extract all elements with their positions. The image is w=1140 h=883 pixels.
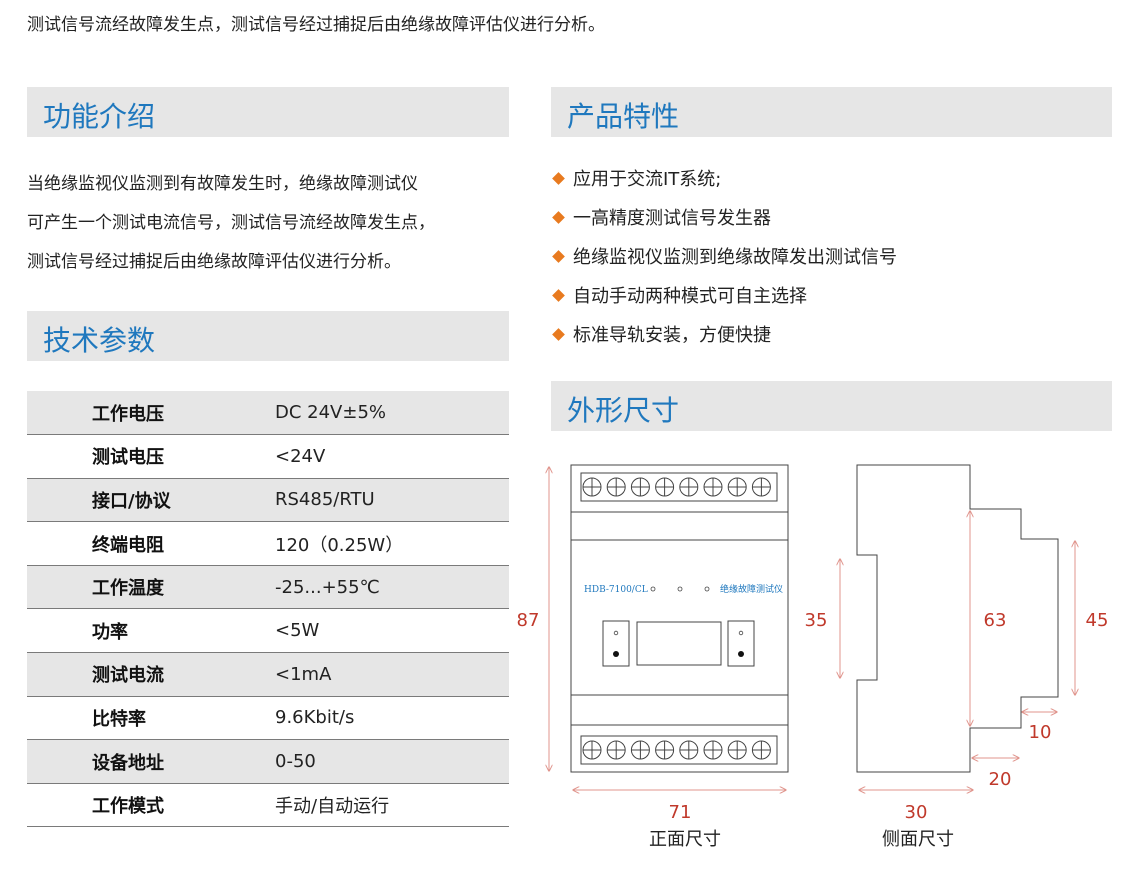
feature-item: 标准导轨安装，方便快捷 bbox=[552, 316, 897, 355]
side-caption: 侧面尺寸 bbox=[882, 829, 954, 850]
knob-icon bbox=[613, 651, 619, 657]
intro-text: 测试信号流经故障发生点，测试信号经过捕捉后由绝缘故障评估仪进行分析。 bbox=[27, 15, 605, 35]
terminal-block-top bbox=[580, 472, 778, 502]
front-view bbox=[570, 464, 789, 773]
dim-45-label: 45 bbox=[1086, 610, 1109, 631]
knob-icon bbox=[738, 651, 744, 657]
spec-key: 终端电阻 bbox=[27, 521, 275, 566]
front-controls bbox=[602, 620, 755, 667]
spec-value: <24V bbox=[275, 434, 509, 479]
front-caption: 正面尺寸 bbox=[649, 829, 721, 850]
led-icon bbox=[677, 586, 683, 592]
dim-35-label: 35 bbox=[805, 610, 828, 631]
diamond-bullet-icon bbox=[552, 289, 565, 302]
front-top-step bbox=[570, 511, 789, 541]
dim-20-label: 20 bbox=[989, 769, 1012, 790]
spec-key: 工作电压 bbox=[27, 391, 275, 436]
function-line: 当绝缘监视仪监测到有故障发生时，绝缘故障测试仪 bbox=[27, 174, 418, 194]
front-panel bbox=[570, 539, 789, 696]
diamond-bullet-icon bbox=[552, 211, 565, 224]
side-outline bbox=[856, 464, 1059, 773]
dimension-drawing: HDB-7100/CL 绝缘故障测试仪 87 71 正面尺寸 35 63 45 … bbox=[517, 464, 1109, 850]
specs-section-title: 技术参数 bbox=[43, 324, 156, 357]
table-row: 功率<5W bbox=[27, 608, 509, 654]
diamond-bullet-icon bbox=[552, 250, 565, 263]
right-button-panel bbox=[727, 620, 755, 667]
table-row: 工作模式手动/自动运行 bbox=[27, 783, 509, 828]
spec-value: RS485/RTU bbox=[275, 478, 509, 523]
spec-key: 接口/协议 bbox=[27, 478, 275, 523]
spec-key: 测试电压 bbox=[27, 434, 275, 479]
features-section-header: 产品特性 bbox=[551, 87, 1112, 137]
spec-value: <5W bbox=[275, 608, 509, 654]
width-label: 71 bbox=[669, 802, 692, 823]
feature-item: 自动手动两种模式可自主选择 bbox=[552, 277, 897, 316]
height-label: 87 bbox=[517, 610, 540, 631]
spec-key: 设备地址 bbox=[27, 739, 275, 784]
device-label: 绝缘故障测试仪 bbox=[720, 583, 783, 595]
dim-30-label: 30 bbox=[905, 802, 928, 823]
spec-value: <1mA bbox=[275, 652, 509, 697]
spec-key: 功率 bbox=[27, 608, 275, 654]
spec-value: DC 24V±5% bbox=[275, 391, 509, 436]
button-dot-icon bbox=[738, 630, 744, 636]
spec-value: 手动/自动运行 bbox=[275, 783, 509, 828]
dim-10-label: 10 bbox=[1029, 722, 1052, 743]
dimensions-section-title: 外形尺寸 bbox=[567, 394, 680, 427]
spec-key: 工作温度 bbox=[27, 565, 275, 610]
spec-value: 9.6Kbit/s bbox=[275, 696, 509, 741]
display-window bbox=[636, 621, 722, 666]
feature-list: 应用于交流IT系统; 一高精度测试信号发生器 绝缘监视仪监测到绝缘故障发出测试信… bbox=[552, 160, 897, 355]
terminal-screws-top bbox=[582, 477, 771, 497]
model-label: HDB-7100/CL bbox=[584, 585, 648, 595]
button-dot-icon bbox=[613, 630, 619, 636]
diamond-bullet-icon bbox=[552, 328, 565, 341]
terminal-block-bottom bbox=[580, 735, 778, 765]
spec-key: 比特率 bbox=[27, 696, 275, 741]
spec-value: 0-50 bbox=[275, 739, 509, 784]
spec-key: 工作模式 bbox=[27, 783, 275, 828]
features-section-title: 产品特性 bbox=[567, 100, 680, 133]
specs-section-header: 技术参数 bbox=[27, 311, 509, 361]
feature-item: 一高精度测试信号发生器 bbox=[552, 199, 897, 238]
terminal-screws-bottom bbox=[582, 740, 771, 760]
front-outline bbox=[570, 464, 789, 773]
table-row: 测试电流<1mA bbox=[27, 652, 509, 697]
spec-value: -25...+55℃ bbox=[275, 565, 509, 610]
function-description: 当绝缘监视仪监测到有故障发生时，绝缘故障测试仪 可产生一个测试电流信号，测试信号… bbox=[27, 165, 527, 282]
feature-item: 应用于交流IT系统; bbox=[552, 160, 897, 199]
table-row: 测试电压<24V bbox=[27, 434, 509, 479]
led-icon bbox=[704, 586, 710, 592]
led-icon bbox=[650, 586, 656, 592]
indicator-leds bbox=[650, 586, 710, 592]
dim-63-label: 63 bbox=[984, 610, 1007, 631]
spec-key: 测试电流 bbox=[27, 652, 275, 697]
function-line: 测试信号经过捕捉后由绝缘故障评估仪进行分析。 bbox=[27, 252, 401, 272]
function-line: 可产生一个测试电流信号，测试信号流经故障发生点， bbox=[27, 213, 435, 233]
function-section-header: 功能介绍 bbox=[27, 87, 509, 137]
left-button-panel bbox=[602, 620, 630, 667]
spec-value: 120（0.25W） bbox=[275, 521, 509, 566]
diamond-bullet-icon bbox=[552, 172, 565, 185]
function-section-title: 功能介绍 bbox=[43, 100, 156, 133]
dimensions-section-header: 外形尺寸 bbox=[551, 381, 1112, 431]
front-bottom-step bbox=[570, 694, 789, 726]
feature-item: 绝缘监视仪监测到绝缘故障发出测试信号 bbox=[552, 238, 897, 277]
table-row: 工作温度-25...+55℃ bbox=[27, 565, 509, 610]
